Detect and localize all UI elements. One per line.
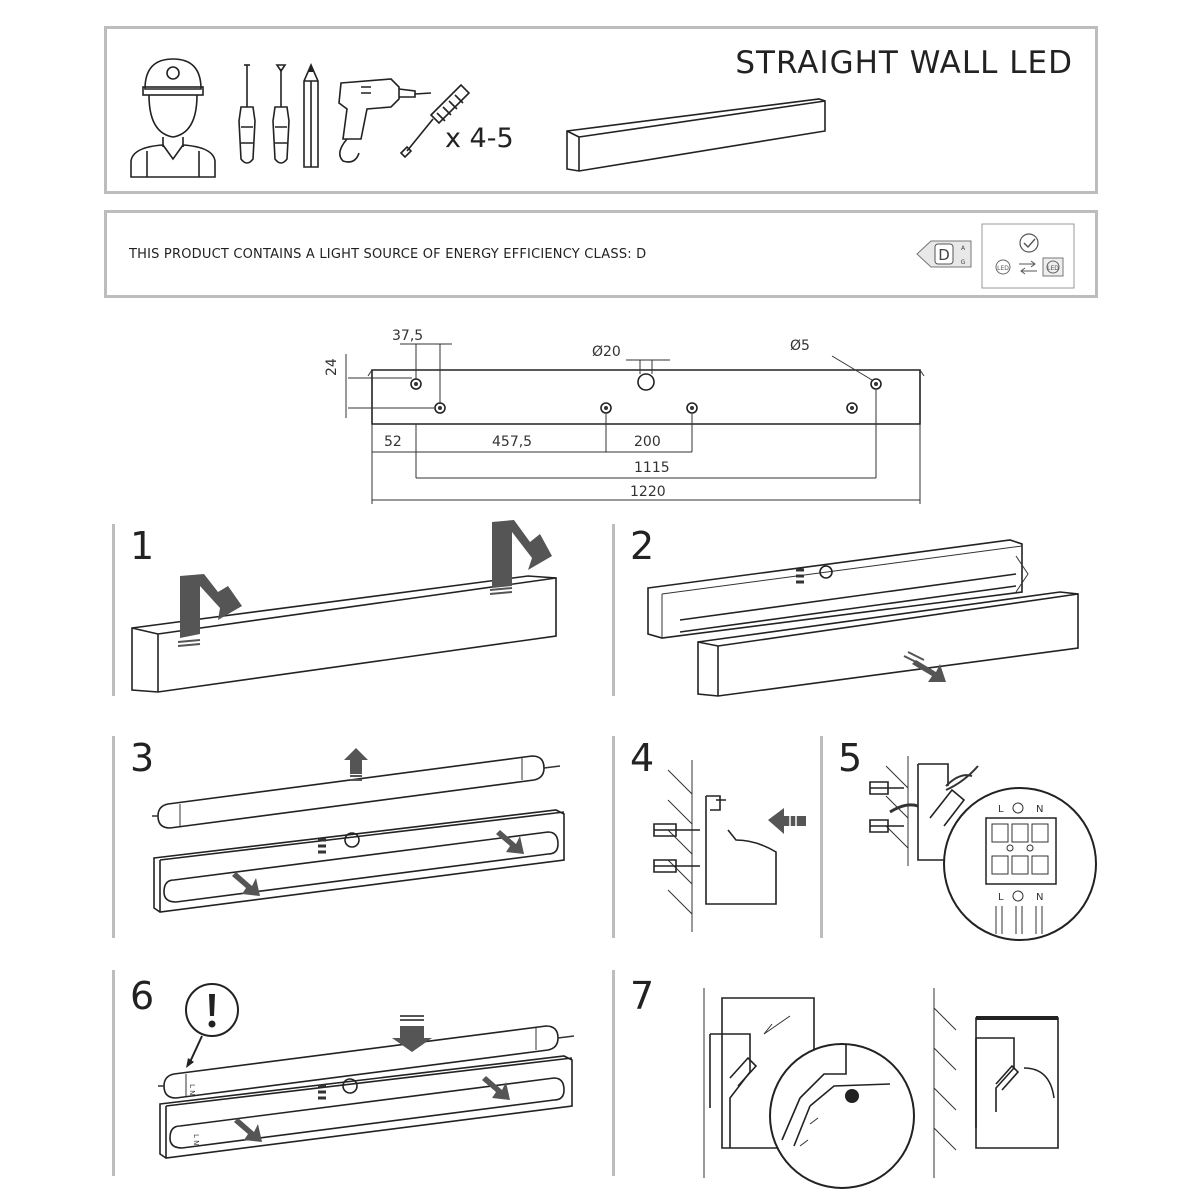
step-6-illustration: L N L N (158, 983, 575, 1159)
step-3-illustration (152, 748, 565, 913)
energy-scale-bottom: G (961, 259, 966, 266)
dim-200: 200 (634, 434, 661, 450)
led-label-right: LED (1047, 265, 1059, 272)
tube-marking: L N (188, 1084, 196, 1095)
product-bar-icon (566, 98, 826, 172)
screwdriver-flat-icon (272, 64, 290, 164)
pencil-icon (303, 63, 319, 168)
tools-panel: STRAIGHT WALL LED (104, 26, 1098, 194)
screwdriver-phillips-icon (238, 64, 256, 164)
dim-1115: 1115 (634, 460, 670, 476)
divider (112, 970, 115, 1176)
dim-24: 24 (324, 358, 340, 376)
step-7-illustration (703, 988, 1059, 1189)
step-5-illustration: L N L N (869, 756, 1097, 941)
energy-statement: THIS PRODUCT CONTAINS A LIGHT SOURCE OF … (129, 247, 647, 262)
energy-scale-top: A (961, 245, 966, 252)
step-7-number: 7 (630, 974, 655, 1018)
drill-icon (338, 78, 432, 163)
terminal-l-bottom: L (998, 892, 1004, 903)
step-1-number: 1 (130, 524, 155, 568)
dim-1220: 1220 (630, 484, 666, 500)
terminal-n-bottom: N (1036, 892, 1043, 903)
product-title: STRAIGHT WALL LED (735, 45, 1073, 81)
dim-52: 52 (384, 434, 402, 450)
divider (612, 970, 615, 1176)
energy-class-letter: D (938, 246, 950, 264)
terminal-n-top: N (1036, 804, 1043, 815)
led-label-left: LED (997, 265, 1009, 272)
divider (112, 736, 115, 938)
step-4-number: 4 (630, 736, 655, 780)
divider (612, 736, 615, 938)
dim-20: Ø20 (592, 344, 621, 360)
energy-label-icon: D A G (916, 240, 972, 268)
step-1-illustration (131, 520, 557, 693)
step-2-number: 2 (630, 524, 655, 568)
divider (112, 524, 115, 696)
installer-icon (130, 58, 216, 178)
step-4-illustration (653, 760, 806, 932)
dim-5: Ø5 (790, 338, 810, 354)
anchor-quantity: x 4-5 (445, 123, 514, 154)
step-6-number: 6 (130, 974, 155, 1018)
step-5-number: 5 (838, 736, 863, 780)
terminal-l-top: L (998, 804, 1004, 815)
tube-marking-2: L N (192, 1134, 200, 1145)
dim-457-5: 457,5 (492, 434, 532, 450)
dim-37-5: 37,5 (392, 328, 423, 344)
divider (820, 736, 823, 938)
energy-panel: THIS PRODUCT CONTAINS A LIGHT SOURCE OF … (104, 210, 1098, 298)
step-3-number: 3 (130, 736, 155, 780)
divider (612, 524, 615, 696)
led-replaceable-icon: LED LED (981, 223, 1075, 289)
step-2-illustration (647, 539, 1079, 697)
dimension-drawing: 37,5 24 Ø20 Ø5 52 457,5 200 1115 1220 (324, 328, 925, 504)
wall-anchor-icon (399, 83, 471, 159)
